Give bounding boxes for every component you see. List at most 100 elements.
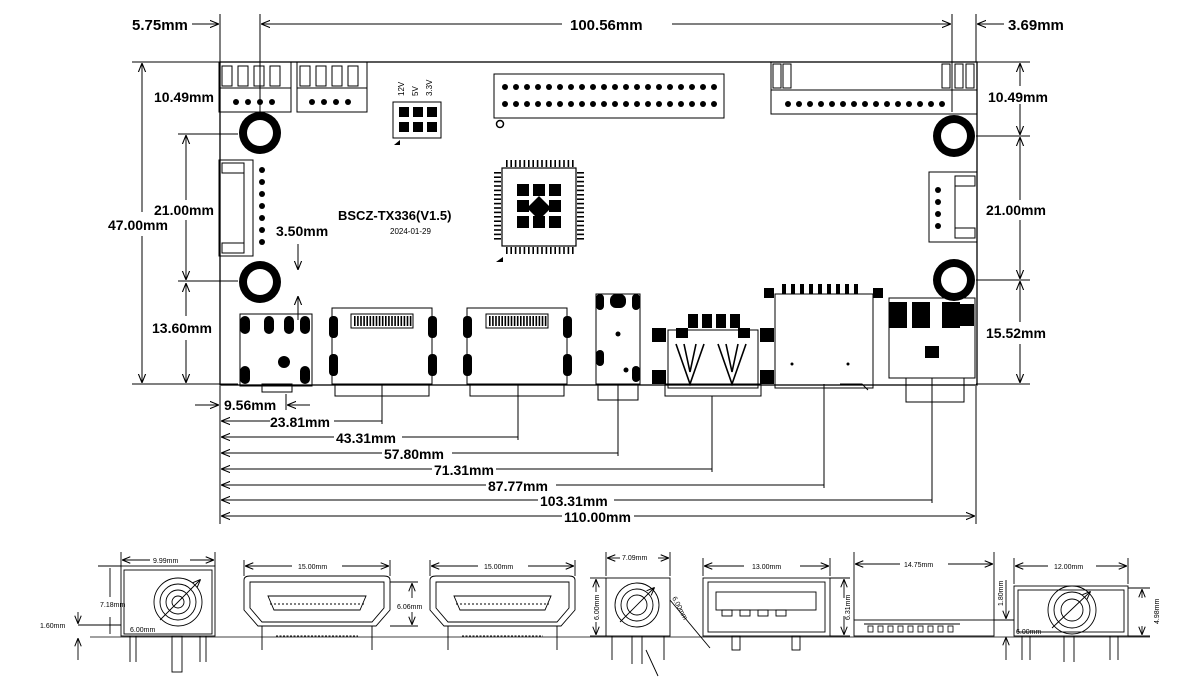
chip-pin: [532, 160, 534, 167]
connector-top-left-1-pins: [233, 99, 275, 105]
hdmi-pin: [385, 316, 387, 326]
header-pin: [557, 101, 563, 107]
chip-pin: [577, 220, 584, 222]
dim-bottom-4: 57.80mm: [384, 446, 444, 462]
chip-pin: [545, 247, 548, 254]
chip-pin: [536, 160, 539, 167]
connector-top-left-2-pins: [309, 99, 351, 105]
chip-pin: [494, 211, 501, 214]
chip-pin: [494, 202, 501, 205]
audio-jack-height: 6.00mm: [594, 595, 601, 620]
card-pin: [854, 284, 858, 294]
chip-pin: [563, 247, 565, 254]
header-pin: [601, 101, 607, 107]
header-pin: [557, 84, 563, 90]
hdmi-pin: [366, 316, 368, 326]
usb-height: 6.31mm: [845, 595, 852, 620]
chip-pin: [536, 247, 539, 254]
audio-jack-width: 7.09mm: [622, 555, 647, 562]
card-pin: [818, 284, 822, 294]
hdmi-pin: [529, 316, 531, 326]
chip-pin: [572, 160, 574, 167]
hdmi-pin: [406, 316, 409, 326]
dim-right-hole-span: 21.00mm: [986, 202, 1046, 218]
dim-right-bottom-hole: 15.52mm: [986, 325, 1046, 341]
dim-top-left-hole: 10.49mm: [154, 89, 214, 105]
header-pin: [689, 101, 695, 107]
hdmi-pin: [363, 316, 365, 326]
rca-jack-top: [888, 297, 976, 403]
connector-left-side: [218, 159, 254, 257]
hdmi-pin: [535, 316, 538, 326]
header-pin: [656, 101, 662, 107]
header-pin: [678, 84, 684, 90]
chip-pin: [577, 211, 584, 214]
chip-pin: [506, 160, 508, 167]
header-pin: [711, 84, 717, 90]
hdmi-pin: [495, 316, 497, 326]
header-pin: [579, 101, 585, 107]
hdmi-1-width: 15.00mm: [298, 564, 327, 571]
header-pin: [623, 84, 629, 90]
chip-pin: [558, 160, 561, 167]
dim-hole-span: 100.56mm: [570, 17, 643, 34]
connector-top-left-2: [296, 61, 368, 113]
chip-pin: [514, 160, 517, 167]
chip-pin: [494, 229, 501, 231]
chip-pin: [494, 189, 501, 192]
connector-pin: [796, 101, 802, 107]
dim-bottom-7: 103.31mm: [540, 493, 608, 509]
dim-bottom-3: 43.31mm: [336, 430, 396, 446]
hdmi-pin: [388, 316, 390, 326]
hdmi-pin: [492, 316, 494, 326]
dim-lines-top: [132, 14, 1030, 385]
main-chip: [494, 160, 584, 262]
chip-pin: [528, 247, 530, 254]
dim-right-offset: 3.69mm: [1008, 17, 1064, 34]
card-pin: [827, 284, 831, 294]
header-pin: [502, 84, 508, 90]
chip-pin: [494, 233, 501, 236]
chip-pin: [577, 233, 584, 236]
hdmi-pin: [357, 316, 359, 326]
hdmi-pin: [409, 316, 412, 326]
connector-pin: [829, 101, 835, 107]
hdmi-pin: [523, 316, 525, 326]
hdmi-pin: [526, 316, 528, 326]
hdmi-pin: [544, 316, 547, 326]
chip-pin: [577, 172, 584, 174]
dc-jack-side: [78, 552, 216, 673]
hdmi-pin: [498, 316, 500, 326]
header-pin: [524, 101, 530, 107]
label-3v3: 3.3V: [425, 79, 434, 96]
card-side-pin: [917, 625, 924, 633]
dim-lines-bottom: [195, 378, 977, 524]
hdmi-pin: [516, 316, 519, 326]
chip-pin: [577, 207, 584, 209]
hdmi-pin: [507, 316, 510, 326]
card-side-pin: [867, 625, 874, 633]
center-header: [493, 73, 725, 129]
card-slot-width: 14.75mm: [904, 562, 933, 569]
dim-bottom-6: 87.77mm: [488, 478, 548, 494]
card-slot-top: [764, 284, 883, 391]
hdmi-pin: [397, 316, 399, 326]
card-pin: [791, 284, 795, 294]
chip-pin: [550, 247, 552, 254]
chip-pin: [510, 247, 512, 254]
connector-pin: [917, 101, 923, 107]
chip-pin: [554, 160, 556, 167]
card-slot-height: 1.80mm: [998, 581, 1005, 606]
usb-top: [652, 314, 774, 397]
mount-hole-bottom-right: [933, 259, 975, 301]
hdmi-1-top: [329, 307, 437, 397]
hdmi-pin: [369, 316, 372, 326]
rca-jack-width: 12.00mm: [1054, 564, 1083, 571]
card-side-pin: [907, 625, 914, 633]
chip-pin: [577, 238, 584, 240]
header-pin: [612, 84, 618, 90]
dc-jack-height: 7.18mm: [100, 602, 125, 609]
card-pin: [800, 284, 804, 294]
dc-jack-offset: 1.60mm: [40, 623, 65, 630]
